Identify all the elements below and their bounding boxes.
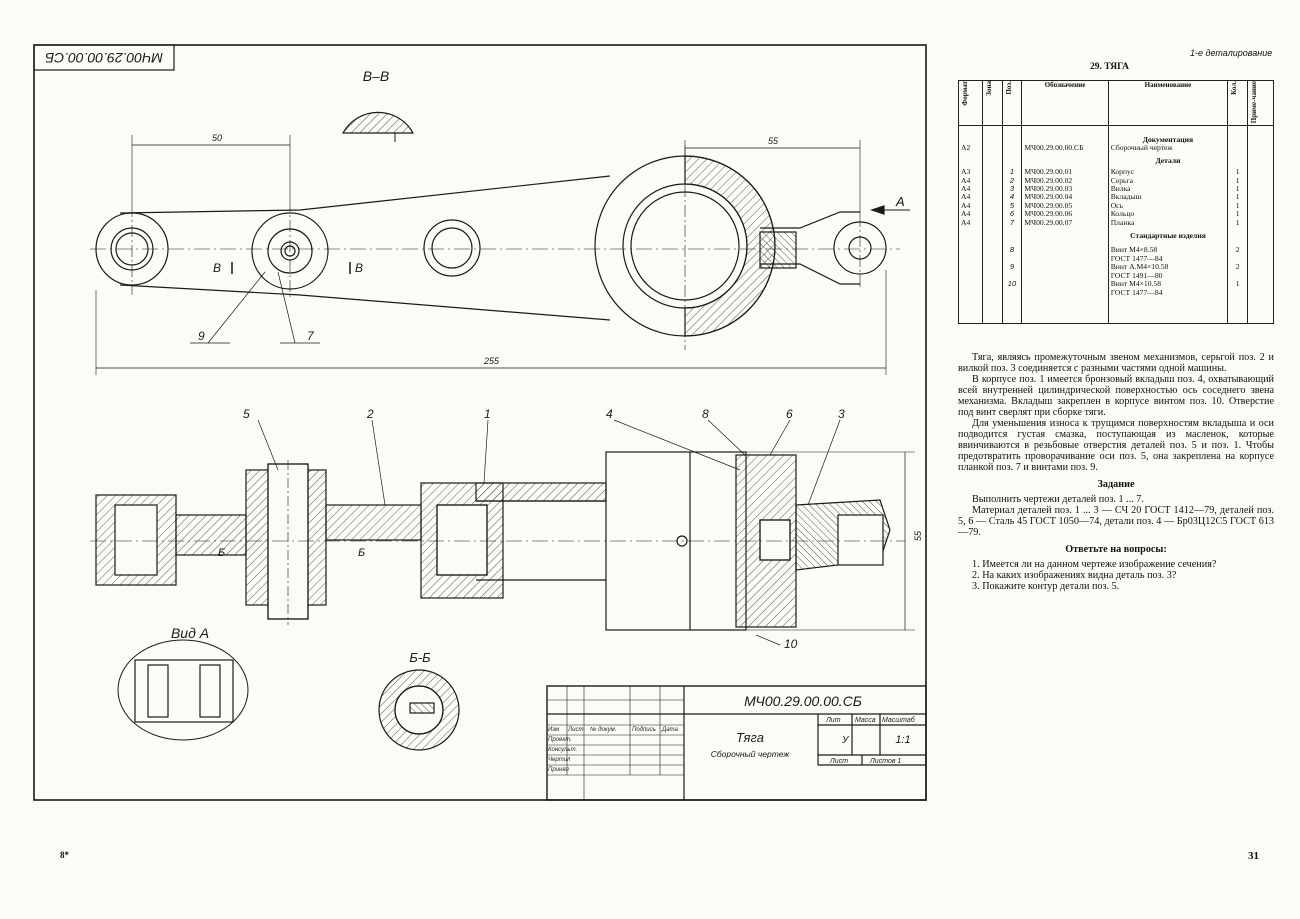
- spec-header-pos: Поз.: [1004, 81, 1013, 95]
- tb-col-izm: Изм: [548, 727, 560, 733]
- page-number: 31: [1248, 850, 1259, 862]
- cut-b-right: Б: [358, 547, 365, 559]
- title-block-designation: МЧ00.29.00.00.СБ: [744, 693, 862, 709]
- title-block-scale-label: Масштаб: [882, 716, 916, 724]
- section-bb-bottom-label: Б-Б: [409, 650, 431, 665]
- dim-50: 50: [212, 133, 222, 143]
- callout-6: 6: [786, 407, 793, 421]
- question-1: 1. Имеется ли на данном чертеже изображе…: [972, 559, 1217, 570]
- task-2: Материал деталей поз. 1 ... 3 — СЧ 20 ГО…: [958, 505, 1274, 538]
- spec-header-code: Обозначение: [1021, 80, 1109, 126]
- title-block-sheet: Лист: [829, 758, 848, 765]
- task-title: Задание: [1097, 479, 1135, 490]
- tb-row-project: Проект.: [548, 737, 572, 743]
- questions-title: Ответьте на вопросы:: [1065, 544, 1167, 555]
- paragraph-3: Для уменьшения износа к трущимся поверхн…: [958, 418, 1274, 473]
- title-block-mass: Масса: [855, 717, 876, 724]
- title-block-name: Тяга: [736, 730, 764, 745]
- view-a-label: Вид А: [171, 625, 209, 641]
- callout-10: 10: [784, 637, 798, 651]
- stamp-rotated: МЧ00.29.00.00.СБ: [45, 50, 163, 66]
- section-header: 1-е деталирование: [1190, 48, 1273, 58]
- spec-section-docs: Документация: [1107, 125, 1229, 145]
- spec-header-name: Наименование: [1107, 80, 1229, 126]
- arrow-a-label: А: [895, 194, 905, 209]
- title-block-scale: 1:1: [895, 734, 910, 746]
- callout-1: 1: [484, 407, 491, 421]
- cut-v-left: В: [213, 261, 221, 275]
- spec-header-qty: Кол.: [1230, 81, 1239, 95]
- tb-row-accepted: Принял: [548, 767, 569, 773]
- dim-55-right: 55: [913, 530, 923, 541]
- description-text: Тяга, являясь промежуточным звеном механ…: [958, 352, 1274, 592]
- cut-b-left: Б: [218, 547, 225, 559]
- spec-section-standard: Стандартные изделия: [1107, 227, 1229, 247]
- callout-3: 3: [838, 407, 845, 421]
- question-2: 2. На каких изображениях видна деталь по…: [972, 570, 1177, 581]
- tb-col-date: Дата: [662, 727, 678, 733]
- cut-v-right: В: [355, 261, 363, 275]
- dim-55-top: 55: [768, 136, 779, 146]
- callout-9: 9: [198, 329, 205, 343]
- callout-8: 8: [702, 407, 709, 421]
- page-title: 29. ТЯГА: [1090, 62, 1129, 72]
- tb-col-list: Лист: [568, 727, 584, 733]
- title-block-sheets: Листов 1: [869, 758, 901, 765]
- paragraph-1: Тяга, являясь промежуточным звеном механ…: [958, 352, 1274, 374]
- callout-4: 4: [606, 407, 613, 421]
- paragraph-2: В корпусе поз. 1 имеется бронзовый вклад…: [958, 374, 1274, 418]
- spec-header-note: Приме-чание: [1249, 81, 1258, 124]
- tb-col-sign: Подпись: [632, 727, 656, 733]
- spec-header-format: Формат: [961, 81, 969, 106]
- title-block-lit: Лит: [825, 717, 841, 724]
- spec-section-parts: Детали: [1107, 152, 1229, 169]
- tb-row-drew: Чертил: [548, 757, 571, 763]
- footer-left: 8*: [60, 850, 69, 860]
- table-row: ГОСТ 1491—80: [958, 271, 1275, 281]
- tb-row-consult: Консульт.: [548, 747, 578, 753]
- spec-header-zone: Зона: [984, 81, 993, 96]
- callout-2: 2: [366, 407, 374, 421]
- dim-255: 255: [483, 356, 500, 366]
- specification-table: Формат Зона Поз. Обозначение Наименовани…: [958, 80, 1275, 344]
- task-1: Выполнить чертежи деталей поз. 1 ... 7.: [972, 494, 1144, 505]
- table-row: ГОСТ 1477—84: [958, 288, 1275, 324]
- callout-7: 7: [307, 329, 315, 343]
- tb-col-doc: № докум.: [590, 727, 617, 733]
- table-row: ГОСТ 1477—84: [958, 254, 1275, 264]
- title-block-doc-type: Сборочный чертеж: [711, 749, 791, 759]
- section-bb-top-label: В–В: [363, 68, 389, 84]
- callout-5: 5: [243, 407, 250, 421]
- title-block-lit-value: У: [841, 735, 850, 746]
- question-3: 3. Покажите контур детали поз. 5.: [972, 581, 1120, 592]
